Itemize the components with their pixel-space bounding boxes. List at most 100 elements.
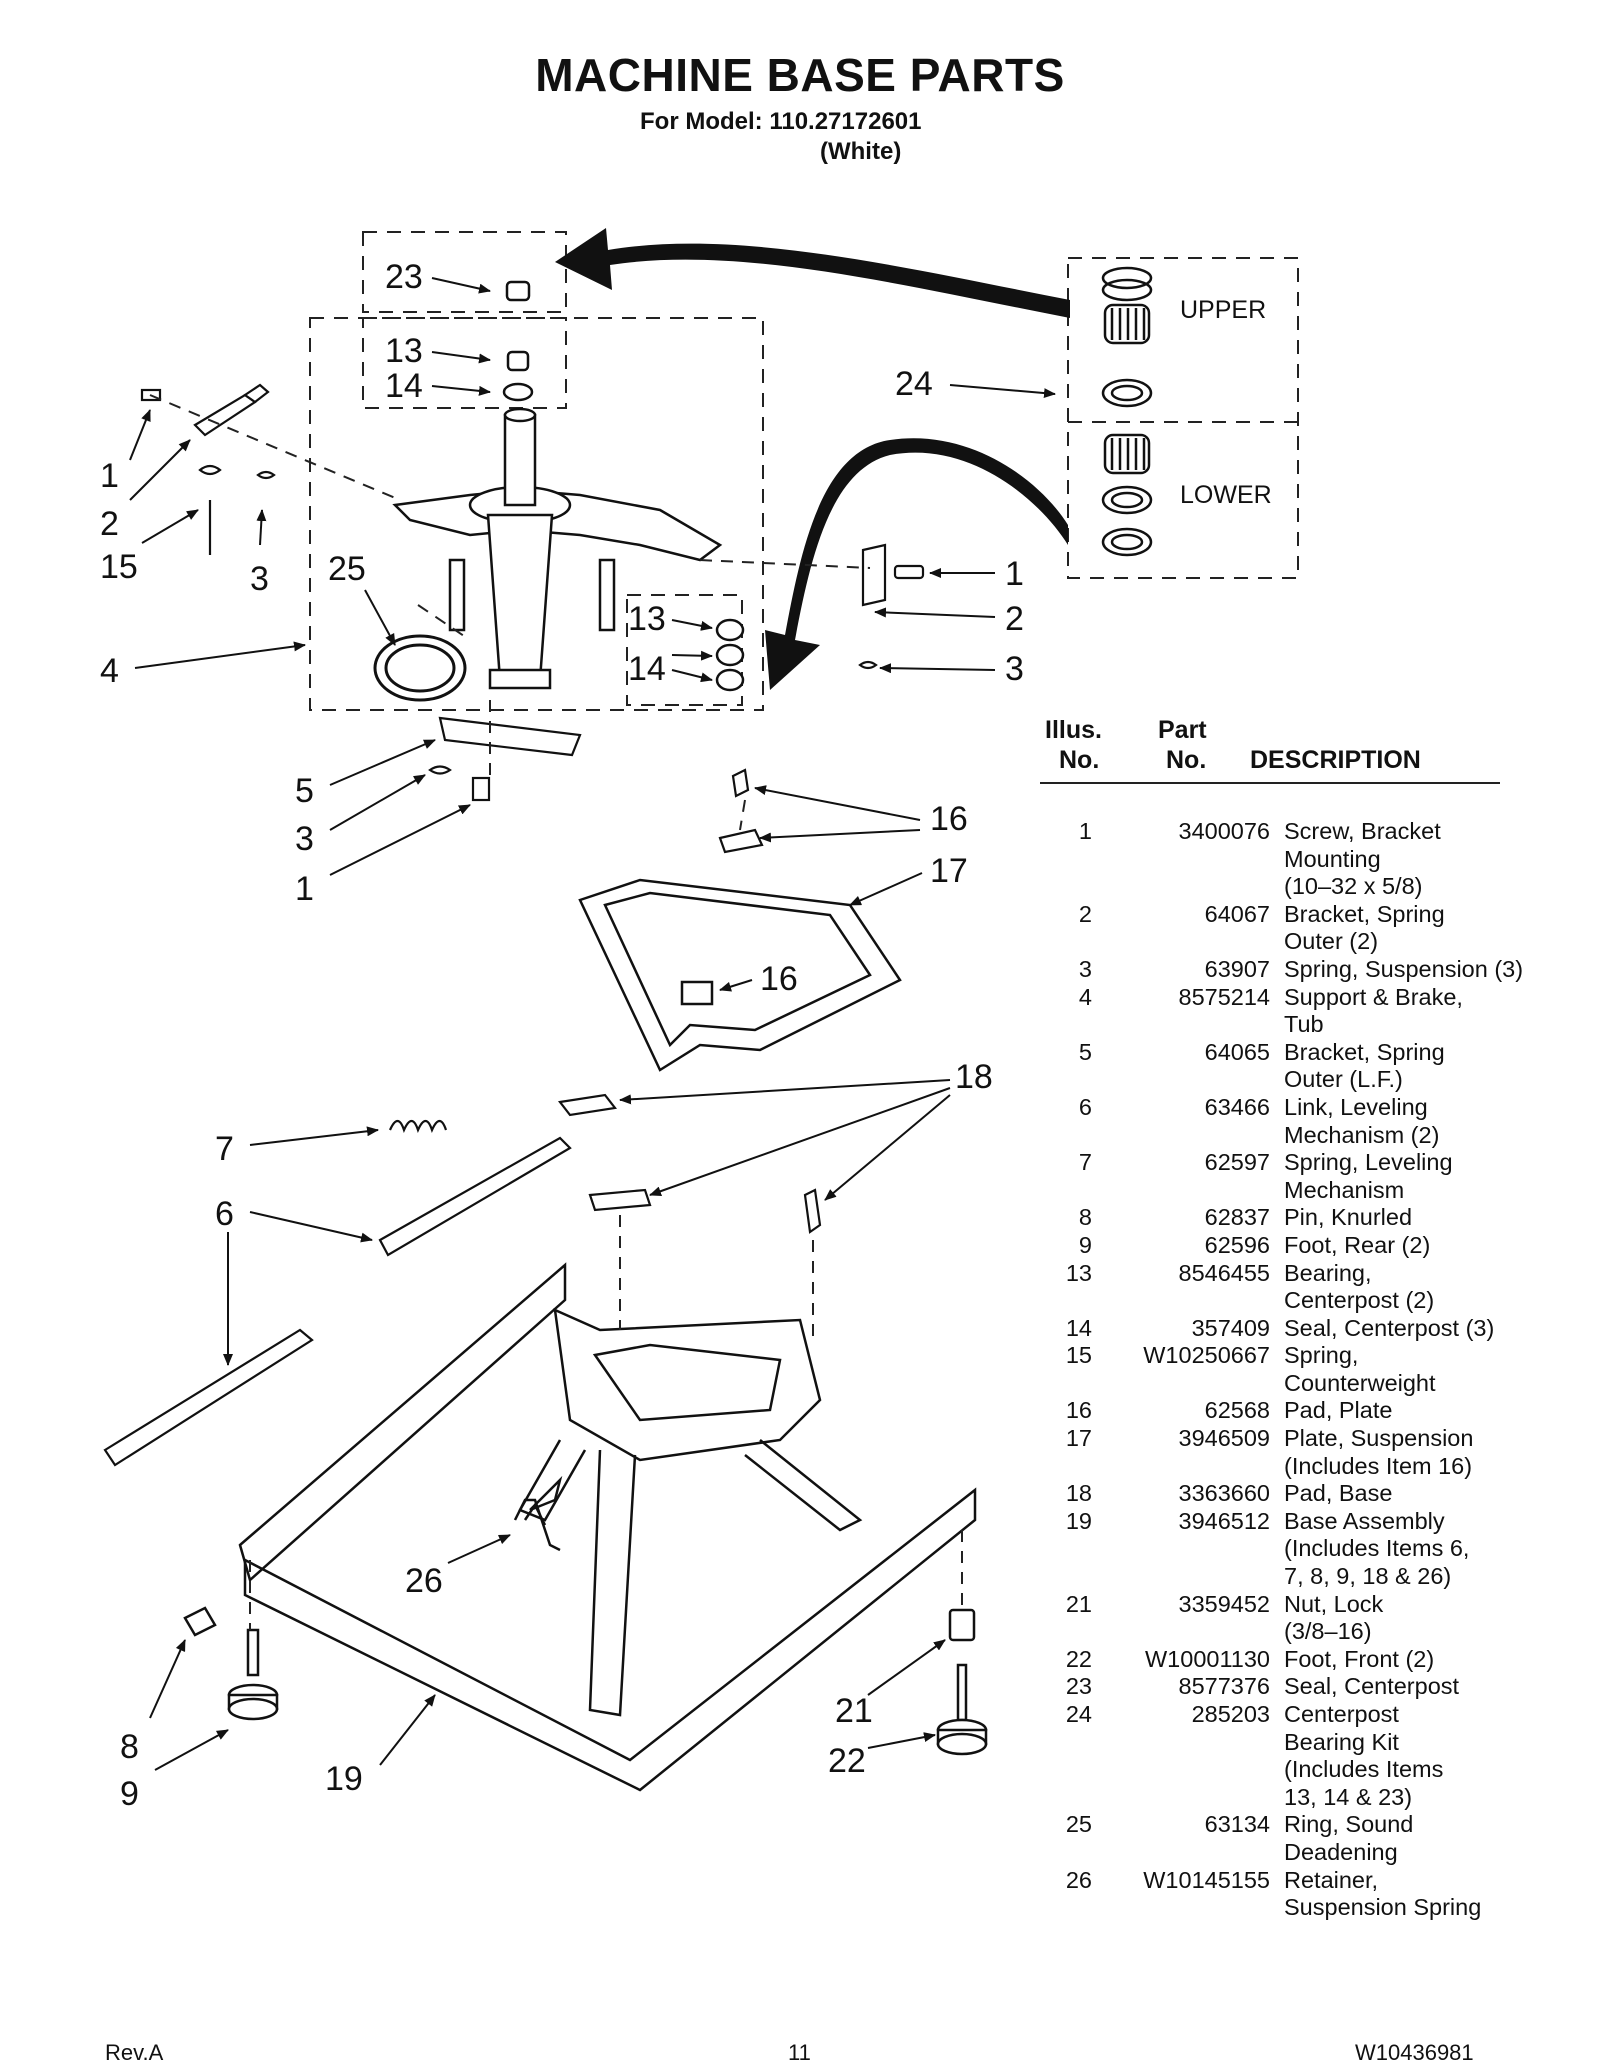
- description-line: Spring, Leveling: [1284, 1149, 1453, 1176]
- part-description: Retainer,Suspension Spring: [1284, 1867, 1560, 1922]
- illus-number: 17: [1065, 1425, 1092, 1452]
- part-description: Plate, Suspension(Includes Item 16): [1284, 1425, 1560, 1480]
- part-description: Pin, Knurled: [1284, 1204, 1560, 1232]
- part-number: W10145155: [1143, 1866, 1270, 1893]
- document-number: W10436981: [1355, 2040, 1474, 2065]
- description-line: Screw, Bracket: [1284, 818, 1441, 844]
- description-line: Counterweight: [1284, 1369, 1436, 1396]
- part-number: 3946512: [1178, 1507, 1271, 1534]
- callout-4: 4: [100, 652, 119, 690]
- description-line: Outer (2): [1284, 928, 1379, 955]
- illus-number: 14: [1065, 1314, 1092, 1341]
- part-number: W10250667: [1143, 1342, 1270, 1369]
- parts-row: 9 62596 Foot, Rear (2): [1040, 1232, 1560, 1260]
- upper-kit-arrow: [555, 228, 1070, 318]
- callout-16-plate: 16: [760, 960, 798, 998]
- part-number: 63134: [1204, 1811, 1270, 1838]
- illus-number: 4: [1078, 983, 1092, 1010]
- part-description: Foot, Front (2): [1284, 1646, 1560, 1674]
- illus-number: 21: [1065, 1590, 1092, 1617]
- illus-number: 9: [1078, 1231, 1092, 1258]
- description-line: Mechanism: [1284, 1176, 1405, 1203]
- suspension-plate: [578, 878, 902, 1072]
- part-number: 8546455: [1178, 1259, 1271, 1286]
- description-line: Centerpost: [1284, 1701, 1399, 1727]
- callout-2-left: 2: [100, 505, 119, 543]
- callout-9: 9: [120, 1775, 139, 1813]
- rear-foot-pin: [183, 1606, 279, 1721]
- callout-26: 26: [405, 1562, 443, 1600]
- description-line: Pin, Knurled: [1284, 1204, 1413, 1231]
- description-line: (Includes Item 16): [1284, 1452, 1473, 1479]
- dashed-guides: [149, 394, 963, 1630]
- callout-13-lower: 13: [628, 600, 666, 638]
- callout-numbers: 23 13 14 24 1 2 15 3 25 4 13 14 1 2 3 5 …: [100, 258, 1024, 1813]
- part-description: Spring,Counterweight: [1284, 1342, 1560, 1397]
- description-line: Base Assembly: [1284, 1507, 1445, 1534]
- parts-row: 13 8546455 Bearing,Centerpost (2): [1040, 1260, 1560, 1315]
- description-line: Retainer,: [1284, 1866, 1379, 1893]
- callout-2-right: 2: [1005, 600, 1024, 638]
- description-line: (10–32 x 5/8): [1284, 873, 1423, 900]
- dashed-group-boxes: [309, 231, 1299, 711]
- description-line: Seal, Centerpost: [1284, 1673, 1460, 1700]
- callout-3-right: 3: [1005, 650, 1024, 688]
- description-line: Deadening: [1284, 1838, 1398, 1865]
- page-title: MACHINE BASE PARTS: [535, 49, 1065, 101]
- description-line: Outer (L.F.): [1284, 1066, 1403, 1093]
- illus-number: 22: [1065, 1645, 1092, 1672]
- description-line: (Includes Items 6,: [1284, 1535, 1470, 1562]
- description-line: Foot, Rear (2): [1284, 1231, 1431, 1258]
- part-description: Seal, Centerpost (3): [1284, 1315, 1560, 1343]
- centerpost-parts: [502, 280, 745, 692]
- callout-25: 25: [328, 550, 366, 588]
- illus-number: 3: [1078, 955, 1092, 982]
- part-number: 63907: [1204, 955, 1270, 982]
- callout-1-front: 1: [295, 870, 314, 908]
- description-line: Bearing Kit: [1284, 1728, 1399, 1755]
- description-line: (3/8–16): [1284, 1618, 1372, 1645]
- part-description: Base Assembly(Includes Items 6,7, 8, 9, …: [1284, 1508, 1560, 1591]
- part-number: 62596: [1204, 1231, 1270, 1258]
- sound-deadening-ring: [373, 634, 467, 702]
- color-line: (White): [820, 138, 902, 165]
- base-assembly: [238, 1262, 977, 1792]
- description-line: Pad, Base: [1284, 1480, 1393, 1507]
- kit-upper-label: UPPER: [1180, 296, 1266, 324]
- left-spring-bracket-parts: [140, 383, 925, 670]
- header-illus: Illus. No.: [1045, 716, 1102, 774]
- description-line: Bearing,: [1284, 1259, 1372, 1286]
- description-line: Seal, Centerpost (3): [1284, 1314, 1495, 1341]
- part-description: Nut, Lock(3/8–16): [1284, 1591, 1560, 1646]
- description-line: Spring,: [1284, 1342, 1359, 1369]
- part-number: 3359452: [1178, 1590, 1271, 1617]
- part-number: 64065: [1204, 1038, 1270, 1065]
- illus-number: 16: [1065, 1397, 1092, 1424]
- callout-19: 19: [325, 1760, 363, 1798]
- illus-number: 1: [1078, 818, 1092, 844]
- callout-18: 18: [955, 1058, 993, 1096]
- part-description: Pad, Base: [1284, 1480, 1560, 1508]
- part-number: 8577376: [1178, 1673, 1271, 1700]
- description-line: Centerpost (2): [1284, 1287, 1435, 1314]
- callout-16-top: 16: [930, 800, 968, 838]
- illus-number: 6: [1078, 1093, 1092, 1120]
- part-number: 3400076: [1178, 818, 1271, 844]
- illus-number: 25: [1065, 1811, 1092, 1838]
- illus-number: 13: [1065, 1259, 1092, 1286]
